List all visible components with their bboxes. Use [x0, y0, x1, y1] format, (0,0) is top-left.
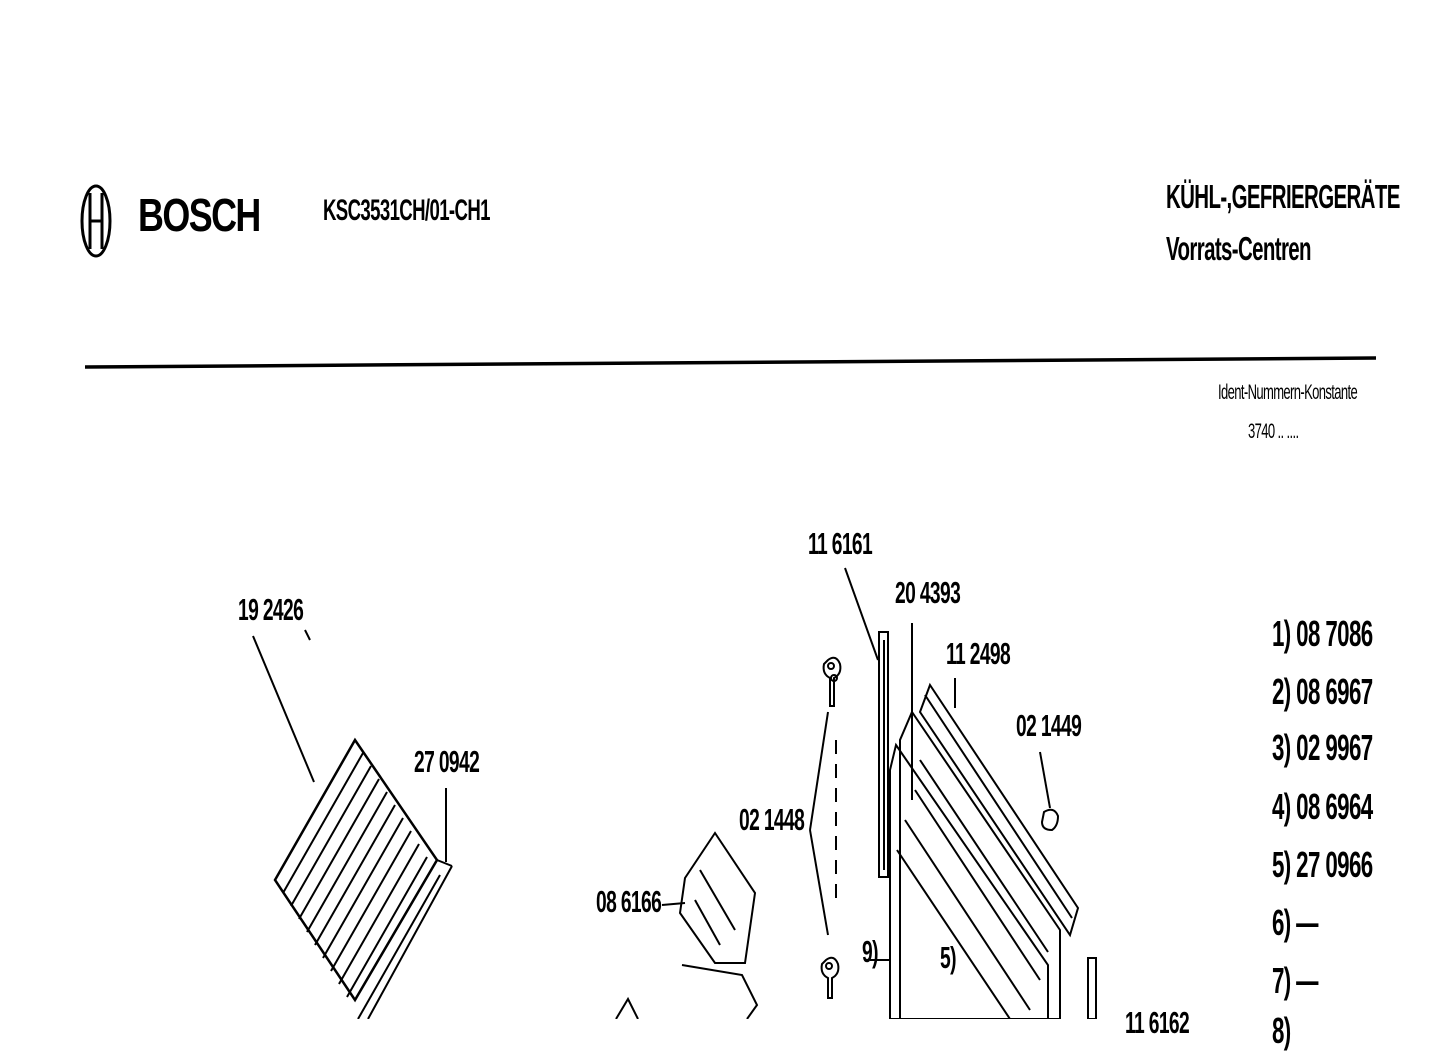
part-label-192426: 19 2426 [238, 592, 304, 627]
part-label-116161: 11 6161 [808, 526, 873, 561]
category-title: KÜHL-,GEFRIERGERÄTE [1166, 178, 1400, 215]
door-panel-drawing [870, 623, 1097, 1019]
part-label-086166: 08 6166 [596, 884, 662, 919]
part-label-021449: 02 1449 [1016, 708, 1082, 743]
hinge-bracket-drawing [809, 656, 842, 999]
legend-item-3: 3) 02 9967 [1272, 727, 1373, 768]
category-subtitle: Vorrats-Centren [1166, 230, 1312, 267]
legend-item-4: 4) 08 6964 [1272, 786, 1373, 827]
brand-name: BOSCH [138, 189, 261, 241]
shelf-box-drawing [615, 831, 759, 1019]
legend-item-6: 6) — [1272, 902, 1319, 943]
bosch-armature-logo-icon [80, 184, 112, 258]
vertical-rail-drawing [844, 567, 889, 878]
legend-item-7: 7) — [1272, 960, 1319, 1001]
part-label-9: 9) [862, 934, 878, 969]
ident-label: Ident-Nummern-Konstante [1218, 381, 1358, 404]
ident-value: 3740 .. .... [1248, 420, 1299, 443]
model-number: KSC3531CH/01-CH1 [323, 194, 490, 227]
part-label-021448: 02 1448 [739, 802, 805, 837]
legend-item-2: 2) 08 6967 [1272, 671, 1373, 712]
exploded-view-drawing [80, 184, 1377, 1019]
parts-diagram-page: BOSCH KSC3531CH/01-CH1 KÜHL-,GEFRIERGERÄ… [80, 178, 1400, 1051]
part-label-5: 5) [940, 940, 956, 975]
shelf-grid-drawing [252, 629, 453, 1019]
legend-item-8: 8) [1272, 1010, 1291, 1051]
part-label-270942: 27 0942 [414, 744, 480, 779]
header-divider [84, 356, 1377, 369]
part-label-112498: 11 2498 [946, 636, 1011, 671]
legend-item-1: 1) 08 7086 [1272, 613, 1373, 654]
legend-item-5: 5) 27 0966 [1272, 844, 1373, 885]
part-label-204393: 20 4393 [895, 575, 961, 610]
part-label-116162: 11 6162 [1125, 1005, 1190, 1040]
